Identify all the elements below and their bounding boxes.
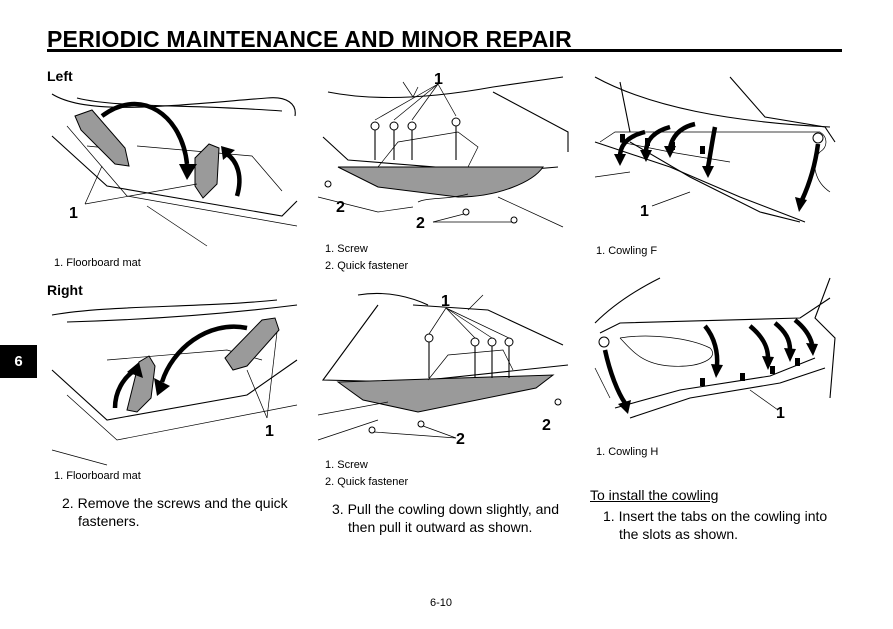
cowling-f-callout-1: 1 bbox=[640, 203, 649, 220]
left-floorboard-illustration: 1 bbox=[51, 93, 298, 247]
cowling-f-caption: 1. Cowling F bbox=[596, 245, 658, 257]
chapter-tab: 6 bbox=[0, 345, 37, 378]
top-fastener-callout-2b: 2 bbox=[416, 215, 425, 232]
bottom-fastener-callout-2a: 2 bbox=[542, 417, 551, 434]
left-callout-1: 1 bbox=[69, 205, 78, 222]
step-2-line-2: fasteners. bbox=[78, 513, 140, 529]
left-caption: 1. Floorboard mat bbox=[54, 257, 141, 269]
top-caption-screw: 1. Screw bbox=[325, 243, 368, 255]
install-step-1-line-1: Insert the tabs on the cowling into bbox=[618, 508, 828, 524]
right-heading: Right bbox=[47, 282, 83, 298]
bottom-screw-callout-1: 1 bbox=[441, 293, 450, 310]
bottom-caption-fastener: 2. Quick fastener bbox=[325, 476, 409, 488]
cowling-h-caption: 1. Cowling H bbox=[596, 446, 659, 458]
cowling-screws-illustration-bottom: 1 2 2 bbox=[317, 292, 569, 448]
cowling-screws-illustration-top: 1 2 2 bbox=[317, 71, 569, 232]
top-caption-fastener: 2. Quick fastener bbox=[325, 260, 409, 272]
cowling-h-illustration: 1 bbox=[594, 277, 836, 422]
left-heading: Left bbox=[47, 68, 73, 84]
install-step-1-text: 1. Insert the tabs on the cowling into t… bbox=[603, 507, 858, 543]
page-title: PERIODIC MAINTENANCE AND MINOR REPAIR bbox=[47, 26, 572, 52]
install-step-1-number: 1. bbox=[603, 508, 615, 524]
right-floorboard-illustration: 1 bbox=[51, 299, 298, 466]
step-3-line-2: then pull it outward as shown. bbox=[348, 519, 533, 535]
step-2-number: 2. bbox=[62, 495, 74, 511]
top-fastener-callout-2a: 2 bbox=[336, 199, 345, 216]
right-caption: 1. Floorboard mat bbox=[54, 470, 141, 482]
page-number: 6-10 bbox=[430, 597, 453, 609]
step-3-line-1: Pull the cowling down slightly, and bbox=[347, 501, 559, 517]
step-2-line-1: Remove the screws and the quick bbox=[77, 495, 288, 511]
install-step-1-line-2: the slots as shown. bbox=[619, 526, 739, 542]
top-screw-callout-1: 1 bbox=[434, 71, 443, 88]
cowling-f-illustration: 1 bbox=[594, 76, 836, 223]
right-callout-1: 1 bbox=[265, 423, 274, 440]
step-3-number: 3. bbox=[332, 501, 344, 517]
bottom-fastener-callout-2b: 2 bbox=[456, 431, 465, 448]
install-cowling-heading: To install the cowling bbox=[590, 487, 719, 503]
step-2-text: 2. Remove the screws and the quick faste… bbox=[62, 494, 312, 530]
title-underline bbox=[47, 49, 842, 52]
bottom-caption-screw: 1. Screw bbox=[325, 459, 368, 471]
step-3-text: 3. Pull the cowling down slightly, and t… bbox=[332, 500, 587, 536]
cowling-h-callout-1: 1 bbox=[776, 405, 785, 422]
